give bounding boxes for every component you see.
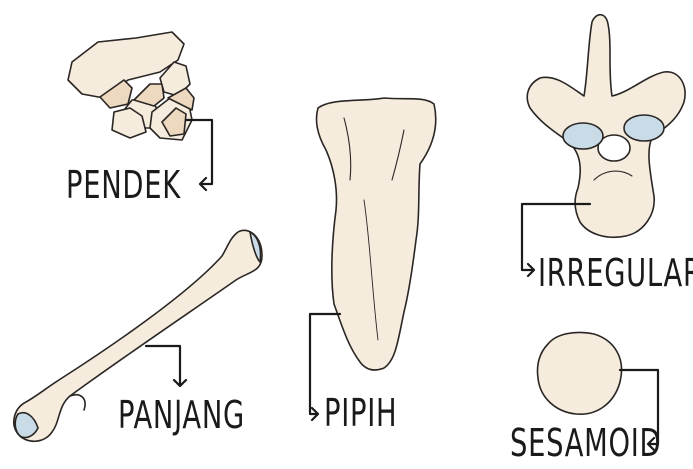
label-irregular: IRREGULAR — [538, 254, 693, 292]
label-sesamoid: SESAMOID — [510, 424, 661, 462]
flat-bone-illustration — [316, 98, 435, 370]
label-pipih: PIPIH — [324, 394, 397, 432]
label-panjang: PANJANG — [118, 396, 245, 434]
sesamoid-bone-illustration — [537, 332, 621, 414]
pendek-leader-line — [186, 120, 212, 190]
panjang-leader-line — [146, 346, 186, 386]
label-pendek: PENDEK — [66, 166, 181, 204]
short-bone-illustration — [68, 32, 194, 140]
